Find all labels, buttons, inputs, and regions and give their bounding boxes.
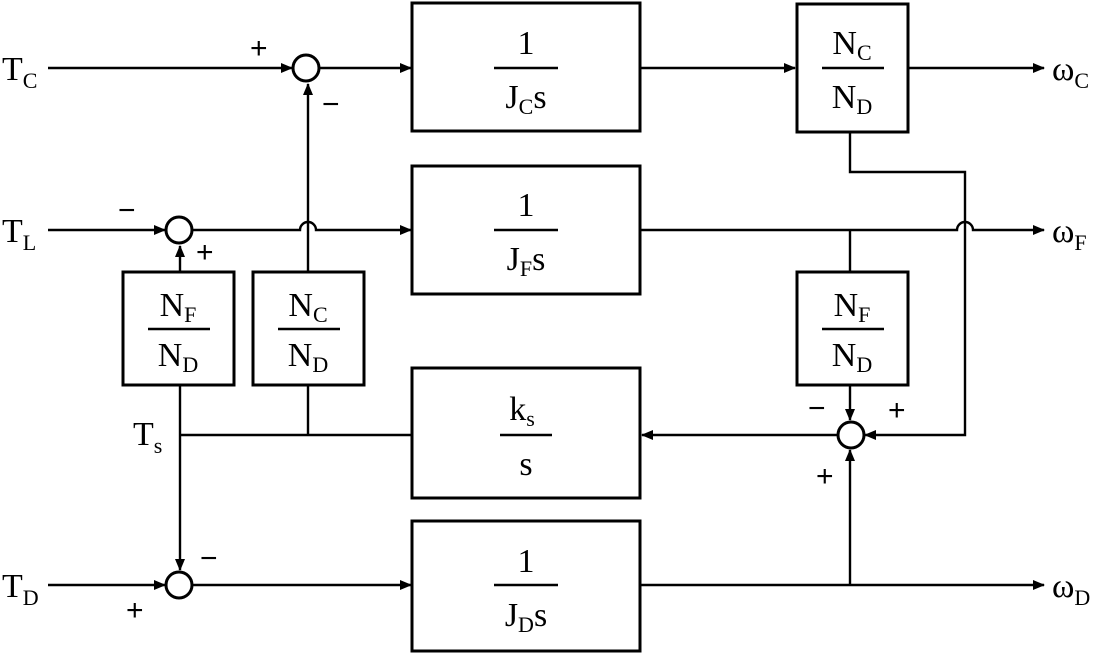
block-nf-nd-right-numerator: NF <box>834 287 871 327</box>
output-label-omega-d: ωD <box>1052 568 1090 610</box>
sign-sum4-plus-bottom: + <box>816 460 834 493</box>
block-jd: 1 JDs <box>410 519 642 653</box>
block-nf-nd-left: NF ND <box>121 270 236 387</box>
block-ks-denominator: s <box>519 446 532 483</box>
signal-label-ts: Ts <box>133 416 162 458</box>
output-label-omega-f: ωF <box>1052 213 1087 255</box>
wire-sum2-to-jf <box>193 220 412 235</box>
output-label-omega-c: ωC <box>1052 51 1089 93</box>
block-jf-denominator: JFs <box>507 241 546 281</box>
block-nc-nd-top-numerator: NC <box>832 25 871 65</box>
block-jf-numerator: 1 <box>518 187 535 224</box>
sign-sum2-plus: + <box>196 236 214 269</box>
input-label-tc: TC <box>2 51 37 93</box>
block-jd-numerator: 1 <box>518 543 535 580</box>
sign-sum4-minus: − <box>808 392 826 425</box>
summing-junction-1 <box>291 53 321 83</box>
wire-ncnd-to-sum4 <box>848 132 967 440</box>
wire-to-omega-f <box>640 220 1045 235</box>
block-jc-numerator: 1 <box>518 25 535 62</box>
block-nc-nd-left-numerator: NC <box>288 287 327 327</box>
block-nc-nd-top-denominator: ND <box>832 79 872 119</box>
sign-sum1-plus: + <box>250 32 268 65</box>
block-nc-nd-left: NC ND <box>251 270 366 387</box>
block-nf-nd-right-denominator: ND <box>832 337 872 377</box>
block-nc-nd-top: NC ND <box>795 2 910 134</box>
sign-sum2-minus: − <box>118 194 136 227</box>
summing-junction-3 <box>164 570 194 600</box>
input-label-td: TD <box>2 568 39 610</box>
sign-sum3-minus: − <box>200 542 218 575</box>
block-nf-nd-left-numerator: NF <box>160 287 197 327</box>
block-ks: ks s <box>410 366 642 500</box>
summing-junction-4 <box>836 420 866 450</box>
block-ks-numerator: ks <box>509 391 535 431</box>
block-nc-nd-left-denominator: ND <box>288 337 328 377</box>
block-nf-nd-right: NF ND <box>795 270 910 387</box>
block-jd-denominator: JDs <box>505 597 547 637</box>
summing-junction-2 <box>164 215 194 245</box>
block-jc: 1 JCs <box>410 1 642 133</box>
sign-sum3-plus: + <box>126 594 144 627</box>
input-label-tl: TL <box>2 213 36 255</box>
block-jf: 1 JFs <box>410 164 642 296</box>
sign-sum1-minus: − <box>322 88 340 121</box>
block-nf-nd-left-denominator: ND <box>158 337 198 377</box>
block-jc-denominator: JCs <box>505 79 546 119</box>
sign-sum4-plus-right: + <box>888 394 906 427</box>
